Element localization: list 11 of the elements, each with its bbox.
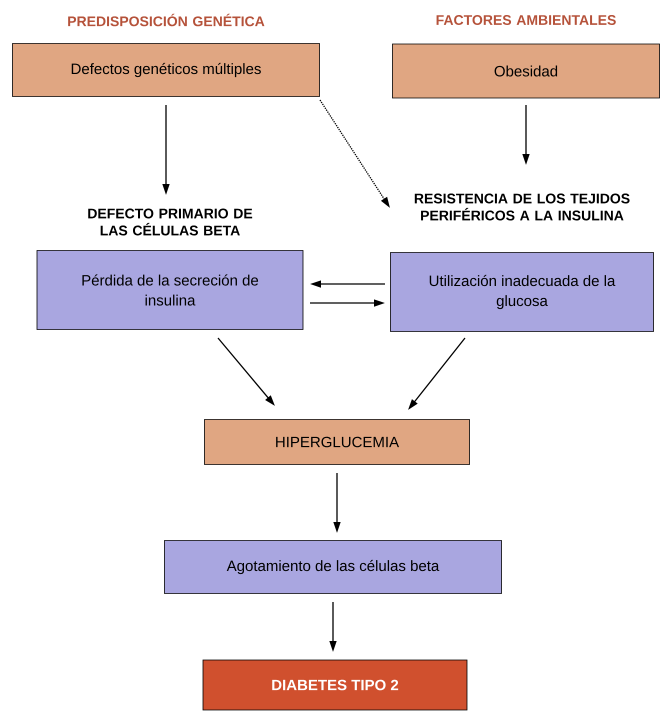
process-box: HIPERGLUCEMIA [204,419,470,465]
heading: DEFECTO PRIMARIO DE LAS CÉLULAS BETA [88,208,252,236]
process-box: Utilización inadecuada de la glucosa [390,252,654,332]
process-box: Agotamiento de las células beta [164,540,502,594]
process-box: Pérdida de la secreción de insulina [36,250,304,330]
heading: FACTORES AMBIENTALES [436,15,616,25]
heading: PREDISPOSICIÓN GENÉTICA [68,14,264,26]
process-box: DIABETES TIPO 2 [202,660,468,710]
heading: RESISTENCIA DE LOS TEJIDOS PERIFÉRICOS A LA INSULINA [414,194,630,220]
process-box: Defectos genéticos múltiples [12,43,320,97]
process-box: Obesidad [392,44,660,98]
